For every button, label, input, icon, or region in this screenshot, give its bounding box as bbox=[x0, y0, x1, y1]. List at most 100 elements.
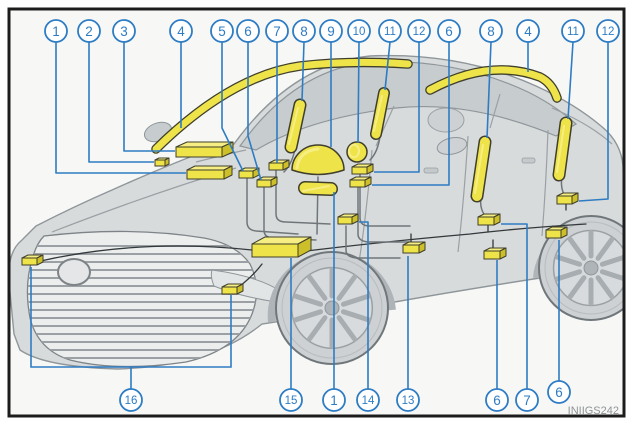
leader-line-bottom-6-sensor-7-door bbox=[501, 223, 528, 389]
sensor-unit-2 bbox=[154, 157, 170, 167]
door-handle-rear bbox=[521, 157, 536, 164]
sensor-7-door bbox=[477, 213, 501, 226]
callout-bottom-15: 15 bbox=[279, 388, 303, 412]
callout-top-4: 4 bbox=[516, 19, 540, 43]
svg-text:1: 1 bbox=[52, 24, 60, 39]
component-sphere-10 bbox=[346, 141, 368, 163]
svg-text:2: 2 bbox=[85, 24, 93, 39]
sensor-6-rear bbox=[545, 226, 568, 239]
airbag-ecu bbox=[251, 236, 312, 258]
seat-side-airbag-front-right bbox=[470, 135, 492, 203]
callout-bottom-7: 7 bbox=[515, 388, 539, 412]
sensor-7-front bbox=[268, 159, 290, 171]
leader-line-top-2-front-passenger-airbag bbox=[123, 42, 175, 152]
callout-top-1: 1 bbox=[44, 19, 68, 43]
svg-text:4: 4 bbox=[524, 24, 532, 39]
leader-line-top-10-seat-side-airbag-rear-left bbox=[384, 41, 391, 91]
svg-text:3: 3 bbox=[120, 24, 128, 39]
callout-bottom-14: 14 bbox=[356, 388, 380, 412]
leader-line-top-12-sensor-6-console bbox=[372, 42, 450, 186]
seat-side-airbag-rear-left bbox=[370, 87, 390, 140]
leader-line-top-0-glovebox-knee-airbag bbox=[55, 42, 186, 174]
sensor-6-console bbox=[349, 176, 372, 188]
callout-top-8: 8 bbox=[292, 19, 316, 43]
car-illustration bbox=[9, 54, 624, 370]
seat-side-airbag-rear-right bbox=[552, 116, 573, 182]
seat-side-airbag-front-left bbox=[284, 98, 307, 154]
svg-text:12: 12 bbox=[602, 26, 615, 38]
sensor-12-console bbox=[351, 163, 374, 175]
leader-line-bottom-3-sensor-14-tunnel bbox=[359, 221, 369, 389]
leader-line-top-16-sensor-12-rear bbox=[578, 42, 609, 202]
callout-top-11: 11 bbox=[378, 19, 402, 43]
callout-top-5: 5 bbox=[210, 19, 234, 43]
callout-bottom-6: 6 bbox=[485, 388, 509, 412]
leader-line-top-15-seat-side-airbag-rear-right bbox=[567, 41, 574, 120]
driver-knee-airbag bbox=[298, 181, 338, 196]
leader-line-top-13-seat-side-airbag-front-right bbox=[486, 41, 492, 139]
svg-text:9: 9 bbox=[327, 24, 335, 39]
callout-top-8: 8 bbox=[479, 19, 503, 43]
svg-text:12: 12 bbox=[413, 26, 426, 38]
curtain-shield-airbag-rear bbox=[425, 65, 562, 103]
svg-text:5: 5 bbox=[218, 24, 226, 39]
rear-wheel bbox=[538, 215, 624, 321]
figure-frame bbox=[7, 7, 626, 418]
brand-emblem bbox=[57, 258, 91, 286]
callout-top-6: 6 bbox=[236, 19, 260, 43]
svg-text:6: 6 bbox=[244, 24, 252, 39]
sensor-13-floor bbox=[402, 241, 426, 254]
callout-top-6: 6 bbox=[437, 19, 461, 43]
callout-top-9: 9 bbox=[319, 19, 343, 43]
leader-line-top-4-sensor-5 bbox=[221, 42, 244, 172]
front-impact-sensor bbox=[21, 254, 44, 266]
svg-text:8: 8 bbox=[487, 24, 495, 39]
svg-text:7: 7 bbox=[273, 24, 281, 39]
callout-top-12: 12 bbox=[407, 19, 431, 43]
svg-text:6: 6 bbox=[555, 385, 563, 400]
callout-top-11: 11 bbox=[561, 19, 585, 43]
svg-text:6: 6 bbox=[445, 24, 453, 39]
callout-bottom-16: 16 bbox=[119, 388, 143, 412]
leader-line-top-11-sensor-12-console bbox=[374, 42, 420, 173]
leader-line-top-7-seat-side-airbag-front-left bbox=[301, 41, 305, 102]
leader-line-top-9-component-sphere-10 bbox=[357, 41, 360, 144]
callout-top-10: 10 bbox=[347, 19, 371, 43]
callout-top-7: 7 bbox=[265, 19, 289, 43]
sensor-6-front bbox=[256, 176, 278, 188]
svg-text:4: 4 bbox=[177, 24, 185, 39]
leader-line-top-5-sensor-6-front bbox=[247, 42, 262, 181]
svg-text:14: 14 bbox=[362, 395, 375, 407]
curtain-shield-airbag-front bbox=[151, 57, 413, 154]
svg-text:11: 11 bbox=[384, 26, 396, 38]
svg-text:15: 15 bbox=[285, 395, 298, 407]
sensor-14-tunnel bbox=[337, 213, 359, 225]
side-mirror-far bbox=[436, 137, 468, 155]
callout-bottom-6: 6 bbox=[547, 380, 571, 404]
glovebox-knee-airbag bbox=[186, 165, 233, 180]
spindle-grille bbox=[26, 230, 258, 368]
callout-top-4: 4 bbox=[169, 19, 193, 43]
svg-text:6: 6 bbox=[493, 393, 501, 408]
svg-text:7: 7 bbox=[523, 393, 531, 408]
front-passenger-airbag bbox=[175, 141, 234, 158]
callout-top-3: 3 bbox=[112, 19, 136, 43]
svg-text:16: 16 bbox=[125, 395, 138, 407]
front-floor-sensor bbox=[221, 283, 244, 295]
svg-text:10: 10 bbox=[353, 26, 366, 38]
svg-text:8: 8 bbox=[300, 24, 308, 39]
sensor-6-sill bbox=[483, 247, 507, 260]
svg-text:11: 11 bbox=[567, 26, 579, 38]
svg-text:13: 13 bbox=[402, 395, 415, 407]
svg-text:1: 1 bbox=[330, 393, 338, 408]
figure-code-label: INIIGS242 bbox=[568, 405, 619, 417]
steering-wheel-airbag bbox=[291, 144, 345, 176]
callout-top-12: 12 bbox=[596, 19, 620, 43]
sensor-12-rear bbox=[556, 192, 579, 205]
headlight bbox=[210, 269, 283, 303]
door-handle-front bbox=[423, 167, 439, 174]
callout-bottom-1: 1 bbox=[322, 388, 346, 412]
callout-top-2: 2 bbox=[77, 19, 101, 43]
